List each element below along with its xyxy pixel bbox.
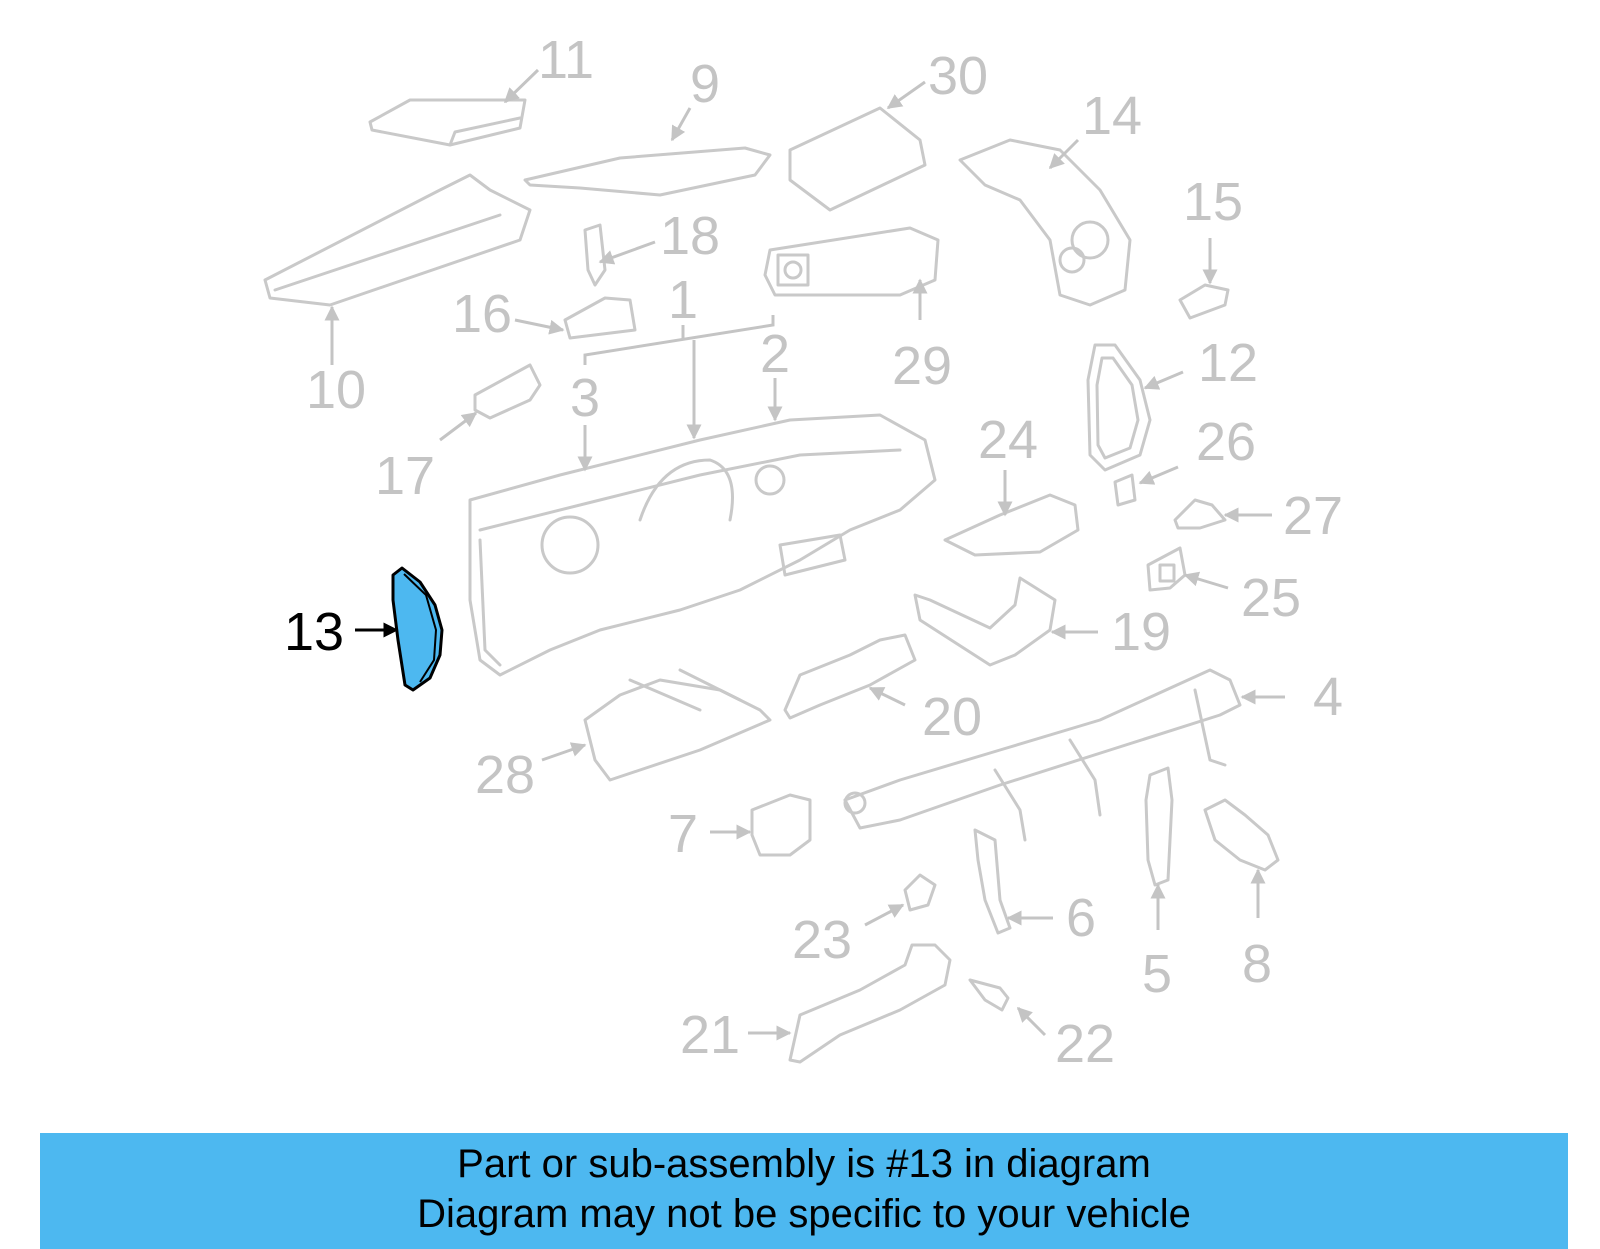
part-21-shape[interactable] — [788, 943, 952, 1064]
part-8-shape[interactable] — [1203, 798, 1280, 872]
label-27[interactable]: 27 — [1283, 486, 1343, 546]
part-30-shape[interactable] — [788, 106, 927, 212]
part-26-shape[interactable] — [1113, 473, 1137, 507]
part-6-shape[interactable] — [973, 828, 1012, 935]
label-24[interactable]: 24 — [978, 410, 1038, 470]
part-18-shape[interactable] — [583, 223, 607, 287]
parts-diagram: 11 9 30 14 15 18 16 1 2 3 10 29 12 17 24… — [263, 30, 1343, 1074]
part-10-shape[interactable] — [263, 173, 532, 307]
label-26[interactable]: 26 — [1196, 412, 1256, 472]
leader-lines — [324, 68, 1285, 1041]
label-13-highlighted[interactable]: 13 — [284, 602, 344, 662]
label-15[interactable]: 15 — [1183, 172, 1243, 232]
part-12-shape[interactable] — [1086, 343, 1152, 472]
label-22[interactable]: 22 — [1055, 1014, 1115, 1074]
label-30[interactable]: 30 — [928, 46, 988, 106]
part-24-shape[interactable] — [943, 493, 1080, 557]
part-5-shape[interactable] — [1144, 766, 1174, 887]
label-25[interactable]: 25 — [1241, 568, 1301, 628]
part-1-dashboard-shape[interactable] — [468, 413, 937, 677]
label-6[interactable]: 6 — [1066, 888, 1096, 948]
label-23[interactable]: 23 — [792, 910, 852, 970]
label-10[interactable]: 10 — [306, 360, 366, 420]
label-20[interactable]: 20 — [922, 687, 982, 747]
banner-line-disclaimer: Diagram may not be specific to your vehi… — [417, 1192, 1191, 1236]
info-banner: Part or sub-assembly is #13 in diagram D… — [40, 1133, 1568, 1249]
label-2[interactable]: 2 — [760, 324, 790, 384]
part-19-shape[interactable] — [913, 576, 1057, 667]
part-20-shape[interactable] — [783, 633, 917, 720]
part-4-shape[interactable] — [843, 668, 1242, 842]
label-1[interactable]: 1 — [668, 270, 698, 330]
label-3[interactable]: 3 — [570, 368, 600, 428]
label-28[interactable]: 28 — [475, 745, 535, 805]
part-22-shape[interactable] — [968, 978, 1010, 1012]
label-19[interactable]: 19 — [1111, 602, 1171, 662]
part-28-shape[interactable] — [583, 668, 772, 782]
label-21[interactable]: 21 — [680, 1005, 740, 1065]
part-17-shape[interactable] — [473, 363, 542, 420]
label-5[interactable]: 5 — [1142, 944, 1172, 1004]
label-7[interactable]: 7 — [668, 804, 698, 864]
part-7-shape[interactable] — [750, 793, 812, 857]
label-4[interactable]: 4 — [1313, 667, 1343, 727]
label-18[interactable]: 18 — [660, 206, 720, 266]
part-11-shape[interactable] — [368, 98, 527, 147]
banner-line-part-number: Part or sub-assembly is #13 in diagram — [457, 1142, 1151, 1186]
part-27-shape[interactable] — [1173, 498, 1227, 530]
part-13-highlighted-shape[interactable] — [391, 566, 444, 692]
label-8[interactable]: 8 — [1242, 934, 1272, 994]
part-25-shape[interactable] — [1146, 546, 1187, 592]
label-12[interactable]: 12 — [1198, 333, 1258, 393]
part-14-shape[interactable] — [958, 138, 1132, 307]
label-17[interactable]: 17 — [375, 446, 435, 506]
part-23-shape[interactable] — [903, 873, 937, 912]
label-14[interactable]: 14 — [1082, 86, 1142, 146]
label-16[interactable]: 16 — [452, 284, 512, 344]
label-29[interactable]: 29 — [892, 336, 952, 396]
part-15-shape[interactable] — [1178, 283, 1230, 320]
label-11[interactable]: 11 — [538, 30, 594, 90]
label-9[interactable]: 9 — [690, 54, 720, 114]
part-9-shape[interactable] — [523, 146, 772, 197]
part-29-shape[interactable] — [763, 226, 940, 297]
part-16-shape[interactable] — [563, 296, 637, 340]
